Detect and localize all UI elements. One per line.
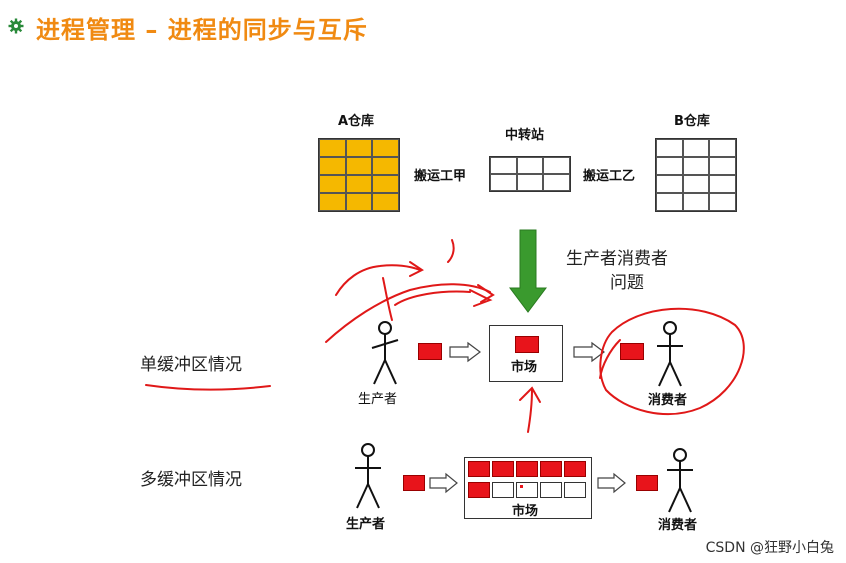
multi-consumer-label: 消费者 — [658, 518, 698, 533]
multi-buffer-slots — [468, 461, 588, 498]
buffer-slot-filled — [492, 461, 514, 477]
single-buffer-label: 单缓冲区情况 — [140, 355, 242, 375]
multi-market-label: 市场 — [512, 504, 539, 519]
buffer-slot-empty — [564, 482, 586, 498]
buffer-slot-empty — [492, 482, 514, 498]
porter-b-label: 搬运工乙 — [583, 169, 636, 184]
buffer-slot-empty — [540, 482, 562, 498]
gear-icon — [8, 18, 24, 34]
single-market-item — [515, 336, 539, 353]
multi-buffer-label: 多缓冲区情况 — [140, 470, 242, 490]
buffer-slot-filled — [540, 461, 562, 477]
buffer-slot-filled — [468, 482, 490, 498]
multi-producer-label: 生产者 — [346, 517, 386, 532]
multi-item-produced — [403, 475, 425, 491]
buffer-slot-filled — [516, 461, 538, 477]
buffer-slot-empty — [516, 482, 538, 498]
watermark: CSDN @狂野小白兔 — [705, 540, 834, 556]
single-market-label: 市场 — [511, 360, 538, 375]
warehouse-a-grid — [318, 138, 400, 212]
single-producer-label: 生产者 — [358, 392, 398, 407]
multi-item-consumed — [636, 475, 658, 491]
warehouse-b-grid — [655, 138, 737, 212]
single-item-consumed — [620, 343, 644, 360]
buffer-slot-filled — [564, 461, 586, 477]
page-title: 进程管理 – 进程的同步与互斥 — [36, 16, 368, 44]
warehouse-b-label: B仓库 — [674, 114, 710, 129]
single-item-produced — [418, 343, 442, 360]
transfer-station-label: 中转站 — [505, 128, 545, 143]
single-consumer-label: 消费者 — [648, 393, 688, 408]
transfer-station-grid — [489, 156, 571, 192]
problem-label-line2: 问题 — [610, 273, 644, 293]
warehouse-a-label: A仓库 — [338, 114, 375, 129]
single-market-box — [489, 325, 563, 382]
problem-label-line1: 生产者消费者 — [566, 249, 668, 269]
buffer-slot-filled — [468, 461, 490, 477]
porter-a-label: 搬运工甲 — [414, 169, 467, 184]
